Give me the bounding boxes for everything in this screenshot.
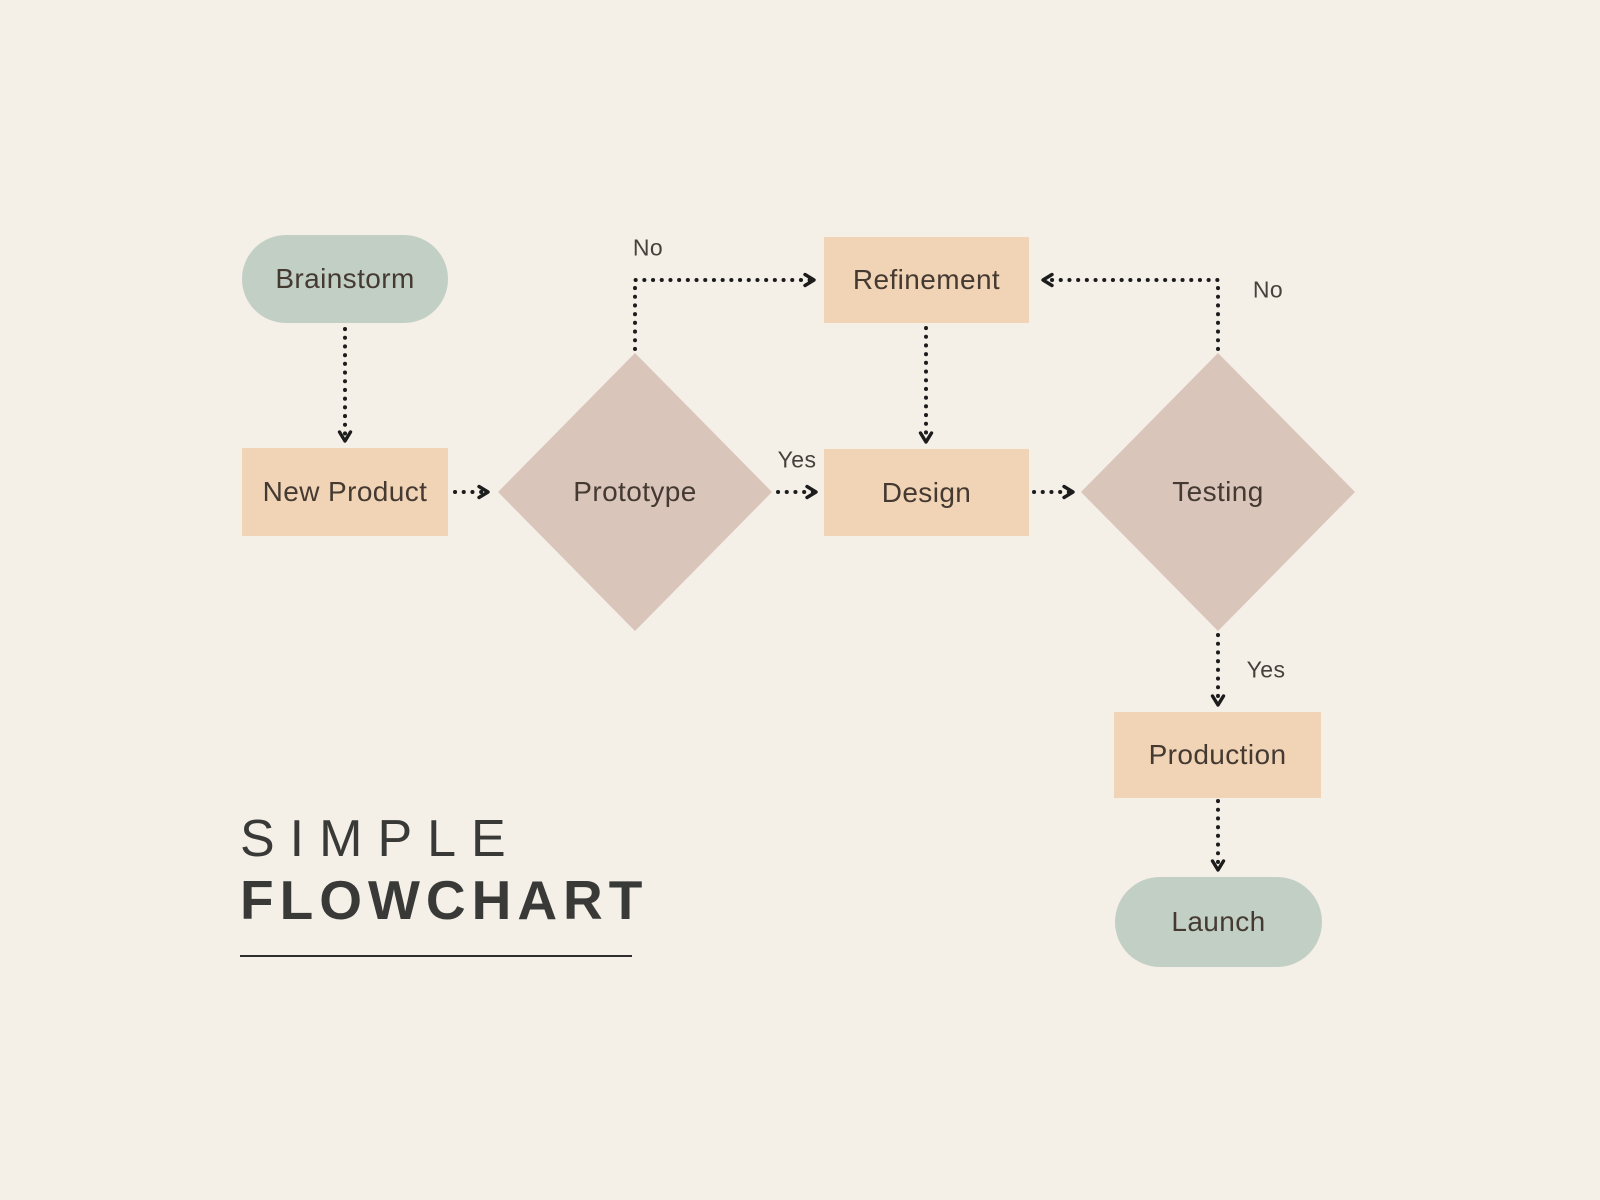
- node-launch-label: Launch: [1171, 906, 1266, 937]
- node-prototype-label: Prototype: [573, 476, 697, 507]
- title-line-1: SIMPLE: [240, 810, 521, 868]
- edge-label-testing-yes: Yes: [1246, 656, 1286, 683]
- node-design-label: Design: [881, 476, 972, 508]
- edge-label-testing-no: No: [1252, 276, 1284, 303]
- connector-testing-to-refinement: [1041, 272, 1220, 351]
- node-new-product-label: New Product: [262, 476, 428, 507]
- node-launch: Launch: [1115, 877, 1322, 967]
- edge-label-prototype-yes: Yes: [777, 446, 817, 473]
- node-design: Design: [824, 449, 1029, 536]
- node-testing-label: Testing: [1172, 476, 1264, 507]
- title-underline: [240, 955, 632, 958]
- node-brainstorm: Brainstorm: [242, 235, 448, 323]
- node-production: Production: [1114, 712, 1321, 798]
- title-line-2: FLOWCHART: [240, 869, 649, 932]
- title-block: SIMPLE FLOWCHART: [240, 810, 649, 958]
- node-refinement: Refinement: [824, 237, 1029, 323]
- node-refinement-label: Refinement: [852, 264, 1001, 295]
- node-brainstorm-label: Brainstorm: [275, 263, 415, 294]
- connector-prototype-to-refinement: [633, 272, 816, 351]
- node-new-product: New Product: [242, 448, 448, 536]
- edge-label-prototype-no: No: [632, 234, 664, 261]
- node-production-label: Production: [1148, 739, 1287, 770]
